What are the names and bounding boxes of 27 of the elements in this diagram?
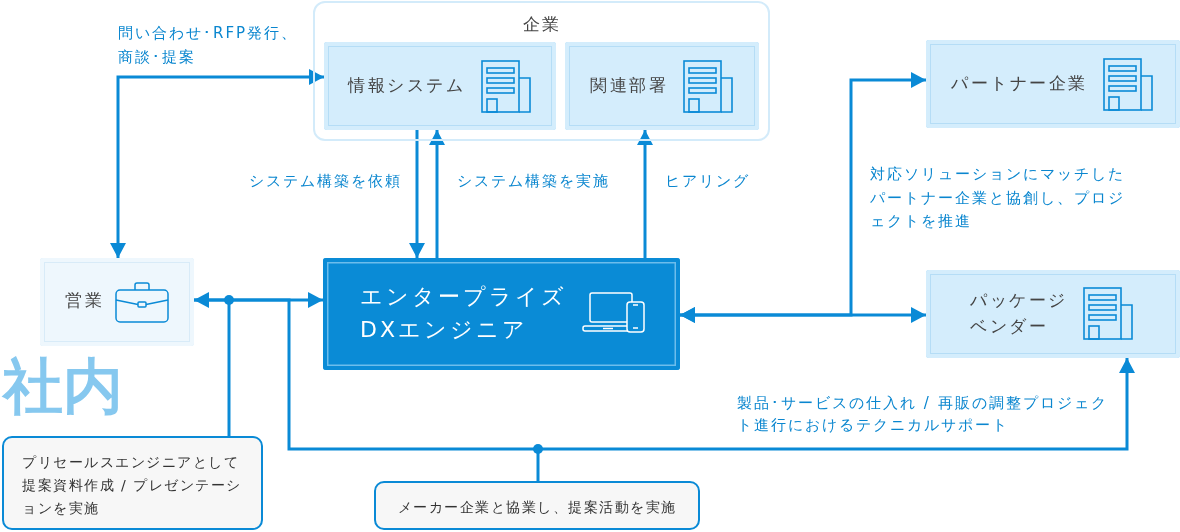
leader-line <box>533 444 543 481</box>
arrow <box>637 130 653 258</box>
role-card <box>323 258 680 370</box>
organization-card <box>926 40 1180 128</box>
name-label: パートナー企業 <box>951 72 1089 94</box>
arrow <box>409 130 425 258</box>
group-title: 企業 <box>521 13 562 35</box>
organization-card <box>565 42 759 130</box>
name-label: エンタープライズDXエンジニア <box>360 283 568 344</box>
department-card <box>40 258 194 346</box>
arrow <box>110 69 324 258</box>
region-label: 社内 <box>1 350 124 423</box>
organization-card <box>324 42 556 130</box>
organization-card <box>926 270 1180 358</box>
name-label: パッケージベンダー <box>970 289 1069 338</box>
note-text: メーカー企業と協業し、提案活動を実施 <box>396 498 678 517</box>
note-text: プリセールスエンジニアとして提案資料作成 / プレゼンテーションを実施 <box>22 453 243 518</box>
arrow <box>194 292 323 308</box>
name-label: 営業 <box>65 289 105 311</box>
group-panel <box>313 1 770 141</box>
leader-line <box>224 295 234 436</box>
name-label: 情報システム <box>348 74 466 96</box>
arrow <box>680 307 926 323</box>
note-card <box>2 436 263 530</box>
note-card <box>374 481 700 530</box>
arrow <box>429 130 445 258</box>
name-label: 関連部署 <box>590 74 669 96</box>
